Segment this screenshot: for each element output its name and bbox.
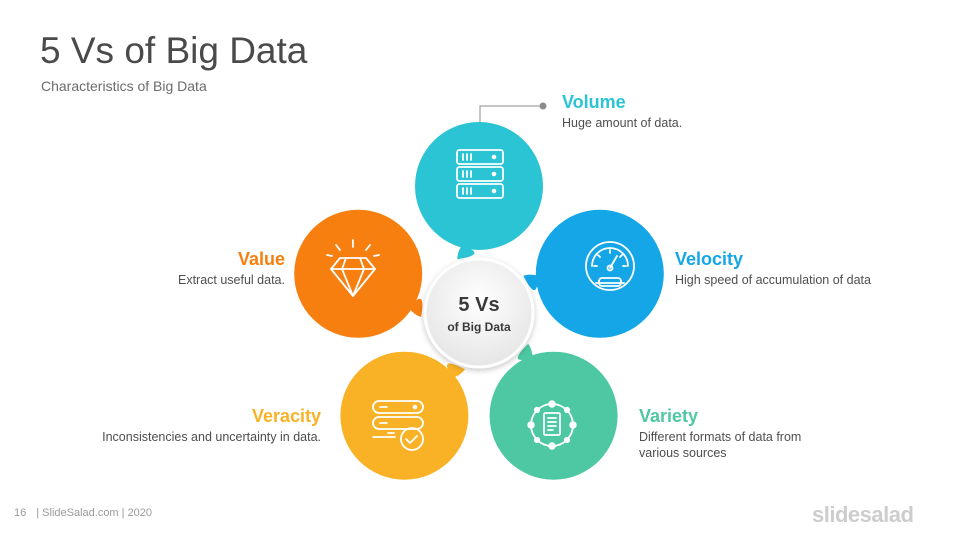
veracity-petal-joint <box>376 358 465 390</box>
volume-title: Volume <box>562 92 626 112</box>
variety-description: Different formats of data from various s… <box>639 430 802 460</box>
speedometer-icon <box>585 241 635 291</box>
volume-label: Volume Huge amount of data. <box>562 91 802 131</box>
velocity-petal <box>535 209 664 338</box>
brand-logo: slidesalad <box>812 502 914 527</box>
velocity-title: Velocity <box>675 249 744 269</box>
page-number: 16 <box>14 507 27 519</box>
page-title: 5 Vs of Big Data <box>40 30 308 71</box>
volume-connector-dot <box>539 102 547 110</box>
center-circle <box>423 257 535 369</box>
value-label: Value Extract useful data. <box>45 248 285 288</box>
volume-connector-line <box>479 105 543 123</box>
page-subtitle: Characteristics of Big Data <box>41 78 207 94</box>
footer: 16 | SlideSalad.com | 2020 <box>14 507 152 519</box>
value-title: Value <box>237 249 285 269</box>
value-petal-joint <box>400 229 423 322</box>
center-title: 5 Vs <box>458 294 499 316</box>
variety-petal <box>489 351 618 480</box>
diamond-icon <box>326 239 380 297</box>
velocity-description: High speed of accumulation of data <box>675 273 871 287</box>
veracity-title: Veracity <box>251 406 321 426</box>
veracity-description: Inconsistencies and uncertainty in data. <box>102 430 321 444</box>
value-petal <box>294 209 423 338</box>
network-document-icon <box>527 400 577 450</box>
server-rack-icon <box>456 149 504 199</box>
value-description: Extract useful data. <box>177 273 285 287</box>
footer-credit: | SlideSalad.com | 2020 <box>36 507 153 519</box>
center-subtitle: of Big Data <box>447 320 511 334</box>
volume-description: Huge amount of data. <box>562 116 683 130</box>
server-check-icon <box>372 400 424 451</box>
volume-petal-joint <box>447 216 536 260</box>
veracity-petal <box>340 351 469 480</box>
velocity-label: Velocity High speed of accumulation of d… <box>675 248 915 288</box>
variety-label: Variety Different formats of data from v… <box>639 405 839 461</box>
volume-petal <box>415 122 543 250</box>
variety-title: Variety <box>639 406 699 426</box>
veracity-label: Veracity Inconsistencies and uncertainty… <box>101 405 321 445</box>
variety-petal-joint <box>490 343 547 425</box>
